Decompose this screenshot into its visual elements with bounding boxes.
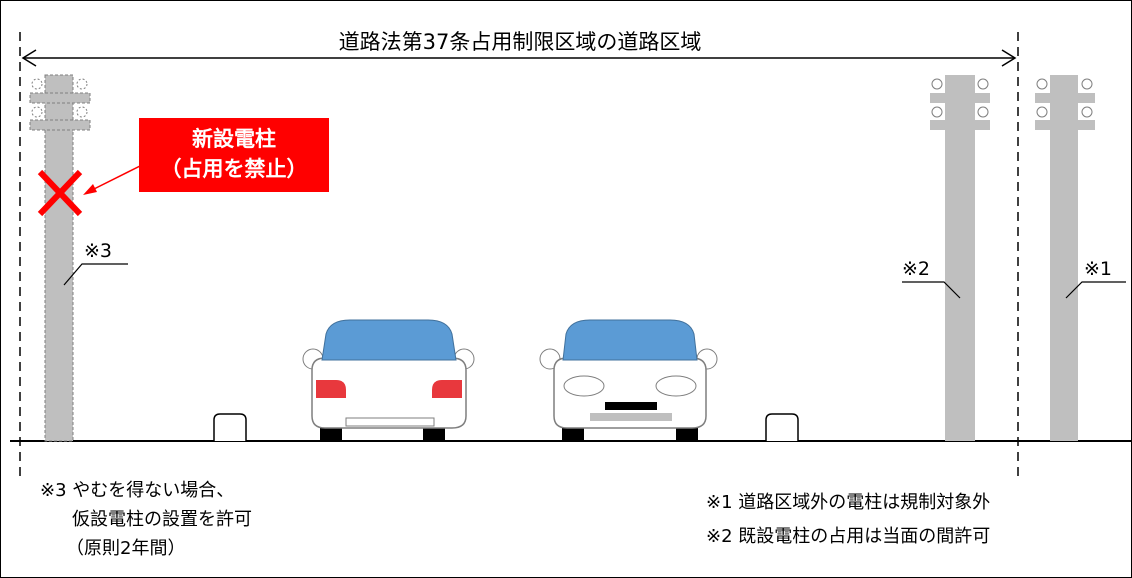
- car-rear: [302, 319, 475, 441]
- note-3-line2: 仮設電柱の設置を許可: [72, 509, 252, 530]
- leader-line-p1: [1065, 281, 1126, 299]
- road-area-arrow: [21, 49, 1017, 67]
- new-pole-prohibited: [29, 74, 91, 442]
- note-1: ※1 道路区域外の電柱は規制対象外: [706, 492, 991, 513]
- leader-line-p3: [63, 263, 128, 286]
- pole-label-p1: ※1: [1084, 258, 1113, 280]
- prohibit-x-mark: [37, 169, 83, 217]
- leader-line-p2: [902, 281, 961, 299]
- note-3-line1: ※3 やむを得ない場合、: [40, 480, 235, 501]
- outside-pole: [1035, 75, 1095, 441]
- existing-pole: [930, 75, 990, 441]
- new-pole-label-line1: 新設電柱: [192, 127, 276, 151]
- pole-label-p2: ※2: [902, 258, 931, 280]
- note-2: ※2 既設電柱の占用は当面の間許可: [706, 526, 991, 547]
- curb-block-left: [213, 413, 247, 441]
- note-3-line3: （原則2年間）: [66, 538, 186, 559]
- new-pole-prohibited-label: 新設電柱 （占用を禁止）: [139, 118, 329, 192]
- new-pole-label-line2: （占用を禁止）: [160, 157, 308, 181]
- curb-block-right: [765, 413, 799, 441]
- car-front: [539, 319, 718, 441]
- road-area-title: 道路法第37条占用制限区域の道路区域: [338, 30, 702, 54]
- pole-label-p3: ※3: [84, 240, 113, 262]
